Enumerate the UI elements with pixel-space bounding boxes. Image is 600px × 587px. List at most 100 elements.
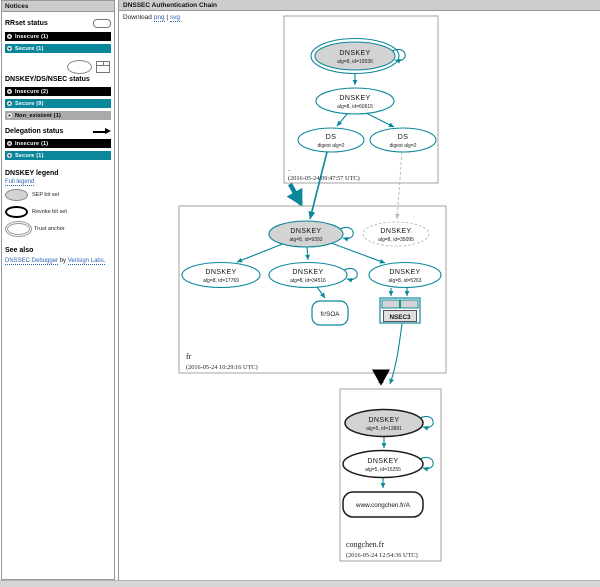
status-label: Insecure (1): [15, 140, 49, 147]
svg-text:DNSKEY: DNSKEY: [292, 269, 323, 276]
node-dnskey-19036[interactable]: DNSKEY alg=8, id=19036: [310, 37, 400, 75]
svg-text:NSEC3: NSEC3: [390, 314, 411, 321]
zone-label-fr: fr: [186, 352, 192, 361]
node-dnskey-15255[interactable]: DNSKEY alg=5, id=15255: [342, 449, 424, 479]
section-dnskey-ds-nsec-status: DNSKEY/DS/NSEC status Insecure (2) Secur…: [5, 60, 111, 120]
node-dnskey-35095-missing[interactable]: DNSKEY alg=8, id=35095: [362, 221, 430, 247]
edge-rrsig: [330, 242, 386, 264]
node-dnskey-34516[interactable]: DNSKEY alg=8, id=34516: [268, 261, 348, 289]
svg-text:DNSKEY: DNSKEY: [205, 269, 236, 276]
node-dnskey-17769[interactable]: DNSKEY alg=8, id=17769: [181, 261, 261, 289]
svg-text:DS: DS: [398, 134, 409, 141]
status-row: Insecure (1): [5, 139, 111, 148]
section-dnskey-legend: DNSKEY legend Full legend SEP bit set Re…: [5, 170, 111, 235]
download-separator: |: [166, 14, 169, 21]
rrset-shape-icon: [93, 19, 111, 28]
self-sign-loop: [343, 267, 358, 283]
legend-row-sep: SEP bit set: [5, 189, 111, 201]
edge-rrsig: [236, 242, 286, 263]
svg-text:alg=8, id=19036: alg=8, id=19036: [337, 59, 373, 65]
verisign-labs-link[interactable]: Verisign Labs.: [67, 258, 106, 265]
section-delegation-status: Delegation status Insecure (1) Secure (1…: [5, 128, 111, 160]
status-label: Non_existent (1): [15, 112, 61, 119]
svg-text:DNSKEY: DNSKEY: [380, 228, 411, 235]
node-fr-soa[interactable]: fr/SOA: [311, 300, 349, 326]
node-dnskey-60615[interactable]: DNSKEY alg=8, id=60615: [315, 87, 395, 115]
svg-text:DNSKEY: DNSKEY: [389, 269, 420, 276]
svg-text:www.congchen.fr/A: www.congchen.fr/A: [355, 502, 411, 509]
status-label: Insecure (1): [15, 33, 49, 40]
edge-rrsig: [316, 286, 326, 299]
node-ds-right[interactable]: DS digest alg=2: [369, 127, 437, 153]
svg-text:alg=8, id=35095: alg=8, id=35095: [378, 237, 414, 243]
svg-text:alg=8, id=9392: alg=8, id=9392: [289, 237, 322, 243]
edge-rrsig: [365, 112, 395, 128]
svg-text:alg=5, id=13891: alg=5, id=13891: [366, 426, 402, 432]
full-legend-link[interactable]: Full legend: [5, 179, 35, 186]
node-dnskey-9392[interactable]: DNSKEY alg=8, id=9392: [268, 220, 344, 248]
legend-row-revoke: Revoke bit set: [5, 206, 111, 218]
svg-text:alg=8, id=34516: alg=8, id=34516: [290, 278, 326, 284]
section-rrset-status: RRset status Insecure (1) Secure (1): [5, 19, 111, 53]
status-label: Secure (9): [15, 100, 44, 107]
download-label: Download: [123, 14, 152, 21]
zone-timestamp-root: (2016-05-24 09:47:57 UTC): [288, 175, 360, 182]
page-title: DNSSEC Authentication Chain: [119, 0, 600, 11]
edge-ds-to-missing-dnskey: [394, 151, 403, 220]
svg-text:alg=8, id=60615: alg=8, id=60615: [337, 104, 373, 110]
status-row: Non_existent (1): [5, 111, 111, 120]
svg-text:DNSKEY: DNSKEY: [367, 458, 398, 465]
zone-timestamp-fr: (2016-05-24 10:29:16 UTC): [186, 364, 258, 371]
dnskey-ds-nsec-heading: DNSKEY/DS/NSEC status: [5, 76, 90, 83]
bottom-scrollbar-strip[interactable]: [0, 580, 600, 587]
svg-text:DNSKEY: DNSKEY: [290, 228, 321, 235]
delegation-arrow-icon: [93, 128, 111, 135]
status-row: Secure (1): [5, 44, 111, 53]
delegation-arrow-secure: [286, 182, 303, 207]
svg-text:DNSKEY: DNSKEY: [339, 50, 370, 57]
download-svg-link[interactable]: svg: [169, 14, 181, 22]
status-circle-icon: [7, 34, 12, 39]
status-circle-icon: [7, 113, 12, 118]
download-row: Download png | svg: [123, 14, 181, 22]
notices-sidebar: Notices RRset status Insecure (1) Secure…: [1, 0, 115, 580]
dnskey-shape-icon: [67, 60, 92, 74]
edge-nsec3-proof: [389, 323, 403, 385]
self-sign-loop: [419, 415, 434, 431]
svg-text:DS: DS: [326, 134, 337, 141]
legend-label: SEP bit set: [32, 192, 60, 198]
status-label: Secure (1): [15, 152, 44, 159]
status-row: Secure (1): [5, 151, 111, 160]
node-www-congchen-fr-a[interactable]: www.congchen.fr/A: [342, 491, 424, 518]
edge-ds-to-dnskey: [308, 151, 328, 220]
dnssec-debugger-link[interactable]: DNSSEC Debugger: [5, 258, 59, 265]
status-circle-icon: [7, 153, 12, 158]
zone-box-root: [283, 15, 439, 184]
svg-text:alg=8, id=5263: alg=8, id=5263: [388, 278, 421, 284]
zone-label-congchen-fr: congchen.fr: [346, 540, 384, 549]
self-sign-loop: [339, 226, 354, 242]
delegation-status-heading: Delegation status: [5, 128, 64, 135]
legend-label: Trust anchor: [34, 226, 65, 232]
status-row: Insecure (2): [5, 87, 111, 96]
status-label: Insecure (2): [15, 88, 49, 95]
node-dnskey-5263[interactable]: DNSKEY alg=8, id=5263: [368, 261, 442, 289]
edge-rrsig: [305, 246, 311, 261]
zone-label-root: .: [288, 164, 290, 173]
download-png-link[interactable]: png: [153, 14, 165, 22]
status-row: Insecure (1): [5, 32, 111, 41]
svg-text:DNSKEY: DNSKEY: [368, 417, 399, 424]
node-ds-left[interactable]: DS digest alg=2: [297, 127, 365, 153]
status-label: Secure (1): [15, 45, 44, 52]
svg-text:digest alg=2: digest alg=2: [389, 143, 416, 149]
self-sign-loop: [419, 456, 434, 472]
node-nsec3[interactable]: NSEC3: [379, 297, 421, 324]
revoke-ellipse-icon: [5, 206, 28, 218]
zone-timestamp-congchen-fr: (2016-05-24 12:54:36 UTC): [346, 552, 418, 559]
node-dnskey-13891[interactable]: DNSKEY alg=5, id=13891: [344, 408, 424, 438]
status-circle-icon: [7, 46, 12, 51]
svg-text:alg=5, id=15255: alg=5, id=15255: [365, 467, 401, 473]
notices-header: Notices: [2, 1, 114, 12]
trust-anchor-ellipse-icon: [7, 223, 30, 235]
